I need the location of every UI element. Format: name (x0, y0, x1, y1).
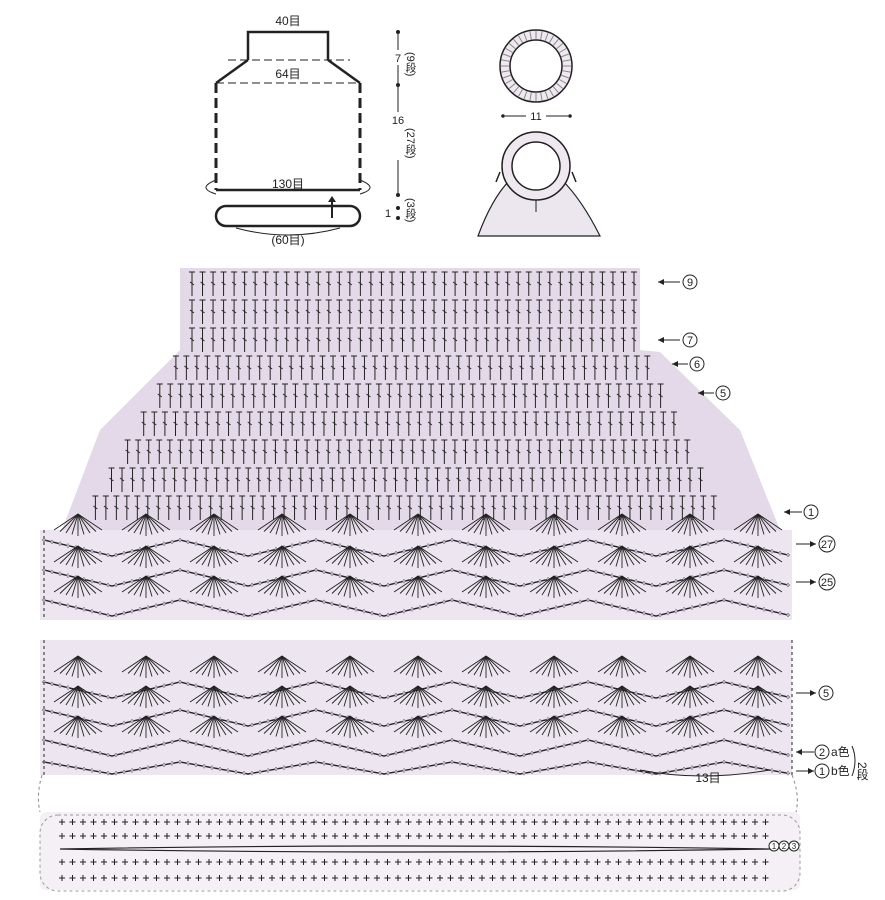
row-marker-9: 9 (658, 274, 698, 290)
svg-text:5: 5 (720, 388, 726, 400)
row-marker-7: 7 (658, 332, 698, 348)
rows-base-number: 1 (385, 208, 391, 220)
rows-middle-count: (27段) (404, 128, 417, 159)
rows-top-count: (9段) (404, 52, 417, 76)
rows-middle-number: 16 (392, 115, 404, 127)
base-width-label: (60目) (271, 233, 304, 247)
body-shaded-band-upper (40, 530, 792, 620)
svg-text:1: 1 (819, 766, 825, 778)
body-ripple-rows (42, 513, 793, 776)
ring-diameter-label: 11 (530, 111, 541, 123)
svg-text:9: 9 (687, 277, 693, 289)
color-b-label: b色 (831, 764, 850, 778)
row-marker-27: 27 (796, 535, 836, 553)
stitch-symbols (39, 271, 801, 892)
color-a-label: a色 (831, 745, 850, 759)
row-marker-6: 6 (672, 356, 705, 372)
row-marker-25: 25 (796, 573, 836, 591)
svg-text:27: 27 (821, 539, 833, 551)
row-marker-2-color-a: 2 a色 (796, 744, 850, 760)
base-row-markers: 1 2 3 (768, 840, 800, 852)
base-stitch-rows (39, 814, 801, 892)
rows-top-number: 7 (395, 53, 401, 65)
ring-handle-diagram: 11 (499, 29, 573, 123)
row-marker-5: 5 (698, 385, 731, 401)
svg-text:5: 5 (823, 688, 829, 700)
shoulder-width-label: 64目 (275, 67, 300, 81)
row-marker-lower-5: 5 (796, 685, 834, 701)
svg-text:25: 25 (821, 577, 833, 589)
svg-text:6: 6 (694, 359, 700, 371)
rows-base-count: (3段) (404, 198, 417, 222)
svg-text:7: 7 (687, 335, 693, 347)
svg-text:2: 2 (782, 842, 787, 851)
row-marker-1-color-b: 1 b色 (796, 763, 850, 779)
repeat-stitch-count: 13目 (695, 771, 720, 785)
body-width-label: 130目 (272, 177, 304, 191)
svg-text:1: 1 (772, 842, 777, 851)
svg-text:3: 3 (792, 842, 797, 851)
upper-stitch-rows (92, 271, 717, 520)
svg-text:2: 2 (819, 747, 825, 759)
top-width-label: 40目 (275, 14, 300, 28)
ring-attachment-diagram (477, 131, 601, 237)
row-marker-1: 1 (784, 504, 819, 520)
bag-schematic: 40目 64目 130目 (60目) 7 (9段) 16 (27段) 1 (3段… (205, 14, 417, 247)
row-markers: 9 7 6 5 1 27 25 (658, 274, 869, 781)
svg-text:1: 1 (808, 507, 814, 519)
color-rows-label: 2段 (855, 762, 869, 781)
base-shaded-area (40, 812, 800, 890)
